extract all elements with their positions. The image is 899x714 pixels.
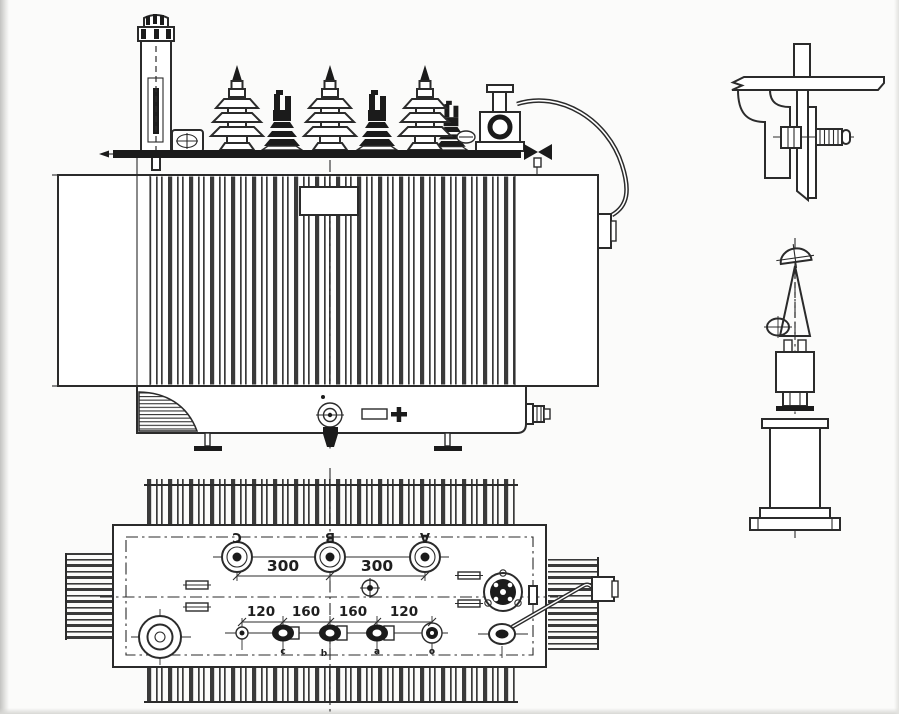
clamped-fin-2	[807, 106, 817, 199]
lv-phase-label: o	[429, 647, 435, 657]
stem-block	[775, 339, 815, 411]
dim-120: 120	[390, 604, 418, 620]
bushing-detail	[749, 238, 841, 538]
foot-bracket	[434, 432, 462, 451]
lv-phase-label: a	[374, 647, 380, 657]
cap-half-disc	[776, 244, 815, 268]
gasket-block	[528, 585, 538, 605]
lv-terminal	[319, 616, 348, 660]
label-plate	[361, 408, 388, 420]
hv-phase-label: A	[420, 529, 430, 544]
clamp-bolt	[773, 126, 854, 149]
fin-bank-top	[147, 479, 516, 525]
lv-dimension: 120 160 160 120	[237, 604, 437, 627]
clamp-bracket	[737, 89, 791, 179]
cover-plate-section	[730, 76, 885, 91]
dim-300: 300	[361, 557, 394, 575]
hv-phase-label: C	[232, 529, 242, 544]
hv-dimension: 300 300	[232, 557, 430, 581]
filler-plug	[171, 129, 204, 153]
lv-terminal-row: c b a o	[225, 616, 448, 660]
plus-mark	[391, 407, 407, 422]
nameplate	[299, 186, 359, 216]
capillary-tube	[516, 98, 629, 218]
drain-plug	[525, 403, 551, 425]
drain-valve	[316, 395, 344, 447]
hv-bushing	[303, 64, 357, 151]
thermometer-dial	[455, 569, 523, 612]
dim-120: 120	[247, 604, 275, 620]
lv-bushing	[356, 89, 398, 151]
lv-phase-label: b	[321, 649, 328, 659]
hv-bushing-plan-row: C B A	[212, 529, 450, 582]
photo-edge-bottom	[0, 708, 899, 714]
dim-160: 160	[339, 604, 367, 620]
photo-edge-left	[0, 0, 9, 714]
cover-tab	[793, 43, 811, 79]
lv-bushing	[261, 89, 303, 151]
base-skid	[136, 385, 551, 447]
clamped-fin	[796, 89, 809, 203]
lv-terminal	[272, 616, 300, 655]
hv-phase-label: B	[325, 529, 335, 544]
clamp-detail	[730, 43, 885, 203]
lifting-lug	[183, 580, 211, 590]
manhole-cover	[131, 609, 191, 665]
lv-phase-label: c	[280, 647, 285, 657]
hv-bushing	[210, 64, 264, 151]
center-fitting	[360, 578, 380, 598]
side-bracket	[591, 576, 619, 602]
lv-neutral-terminal	[421, 616, 443, 655]
front-view	[52, 14, 629, 452]
lv-terminal	[235, 618, 249, 650]
pressure-relief-device	[456, 84, 525, 152]
dim-160: 160	[292, 604, 320, 620]
spire-cone	[778, 265, 812, 337]
fin-end-hatch	[138, 391, 199, 432]
lifting-lug	[183, 602, 211, 612]
foot-bracket	[194, 432, 222, 451]
photo-edge-right	[894, 0, 899, 714]
fin-bank-bottom	[147, 667, 516, 702]
plan-view: C B A 300 300	[65, 468, 619, 712]
junction-box	[597, 213, 617, 249]
cable-gland	[478, 623, 528, 658]
tank-cover	[99, 144, 552, 178]
oil-gauge-tube	[137, 14, 175, 171]
dim-300: 300	[267, 557, 300, 575]
lv-terminal	[366, 616, 395, 655]
pedestal	[749, 418, 841, 531]
